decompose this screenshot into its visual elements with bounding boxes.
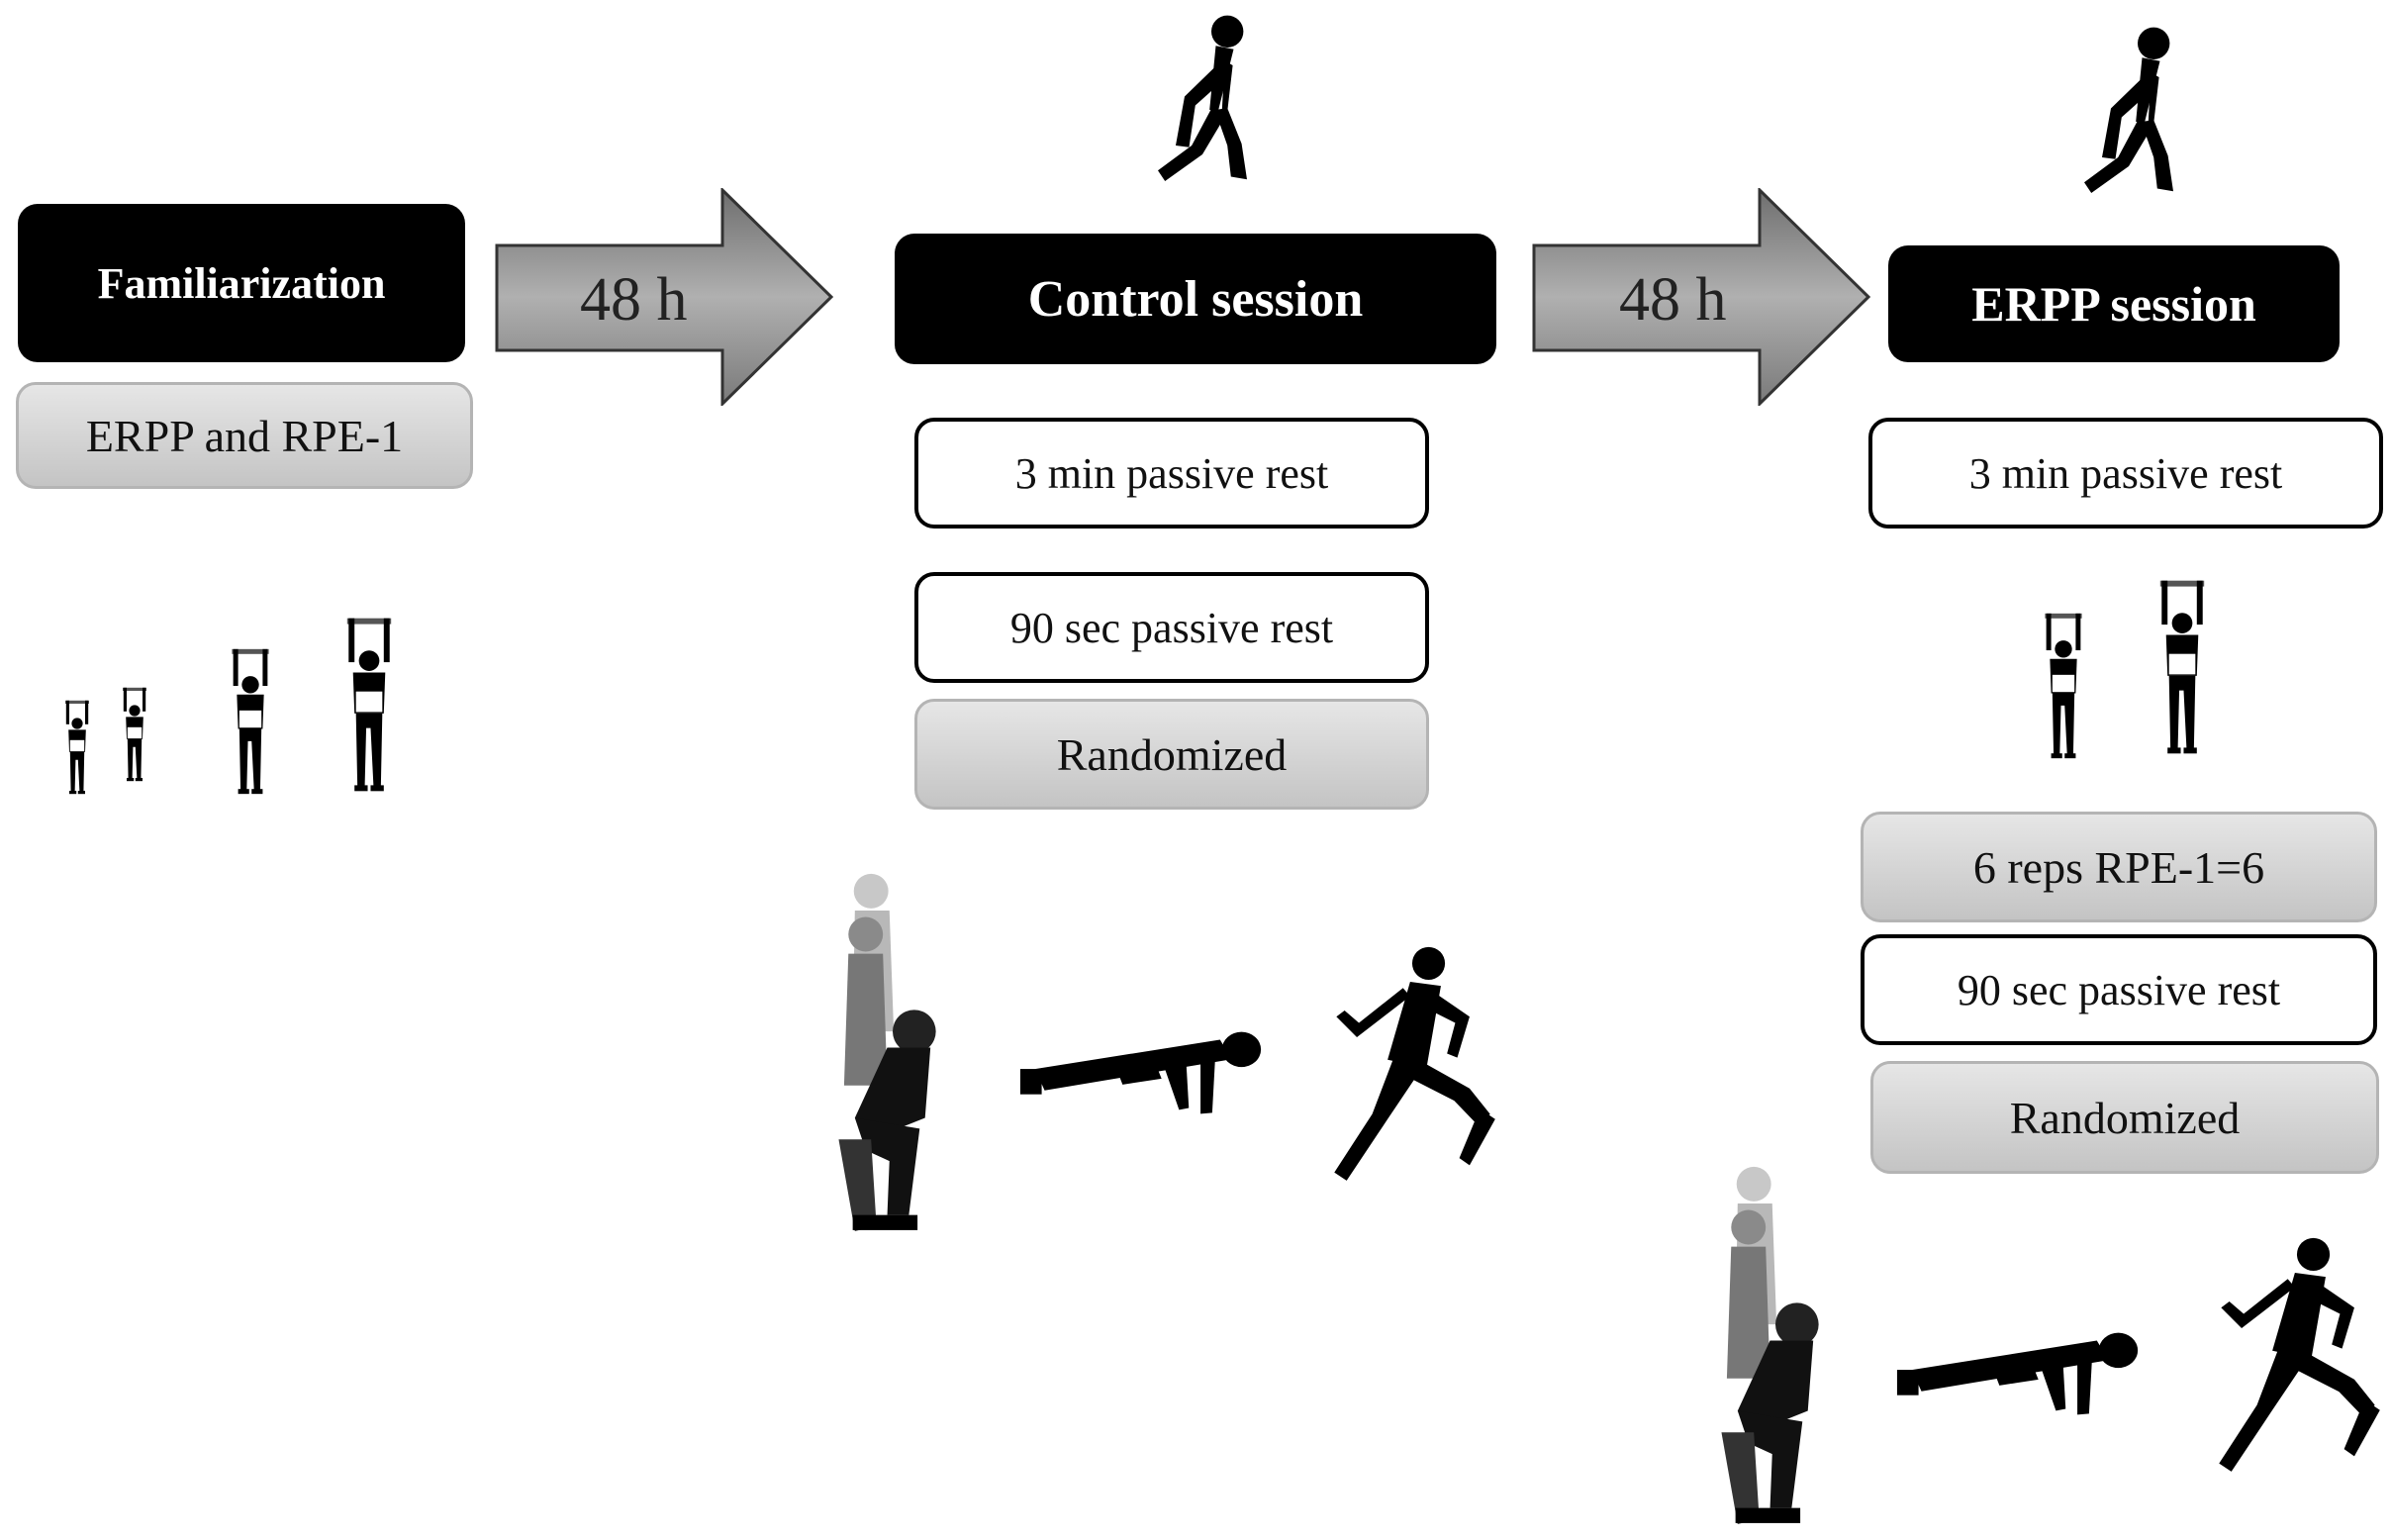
erpp-step-3: 90 sec passive rest <box>1861 934 2377 1045</box>
erpp-session-title: ERPP session <box>1888 245 2340 362</box>
erpp-step-1: 3 min passive rest <box>1868 418 2383 529</box>
elastic-band-figure-icon <box>2159 580 2205 754</box>
elastic-band-figure-icon <box>123 687 146 782</box>
elastic-band-figure-icon <box>65 700 89 795</box>
elastic-band-figure-icon <box>346 618 392 792</box>
push-up-figure-icon <box>1896 1332 2139 1415</box>
transition-arrow-1 <box>495 188 834 406</box>
control-step-3: Randomized <box>914 699 1429 810</box>
push-up-figure-icon <box>1019 1031 1262 1114</box>
arrow-1-label: 48 h <box>580 266 688 334</box>
elastic-band-figure-icon <box>232 648 269 795</box>
transition-arrow-2 <box>1532 188 1871 406</box>
sprint-figure-icon <box>2219 1237 2380 1472</box>
arrow-2-label: 48 h <box>1619 266 1727 334</box>
familiarization-title: Familiarization <box>18 204 465 362</box>
squat-jump-figure-icon <box>1721 1166 1819 1524</box>
familiarization-note: ERPP and RPE-1 <box>16 382 473 489</box>
control-session-title: Control session <box>895 234 1496 364</box>
squat-jump-figure-icon <box>838 873 936 1231</box>
control-step-1: 3 min passive rest <box>914 418 1429 529</box>
warmup-stretch-figure-icon <box>2084 27 2173 193</box>
warmup-stretch-figure-icon <box>1158 15 1247 181</box>
control-step-2: 90 sec passive rest <box>914 572 1429 683</box>
sprint-figure-icon <box>1334 946 1495 1181</box>
elastic-band-figure-icon <box>2045 613 2082 759</box>
erpp-step-2: 6 reps RPE-1=6 <box>1861 812 2377 922</box>
erpp-step-4: Randomized <box>1870 1061 2379 1174</box>
